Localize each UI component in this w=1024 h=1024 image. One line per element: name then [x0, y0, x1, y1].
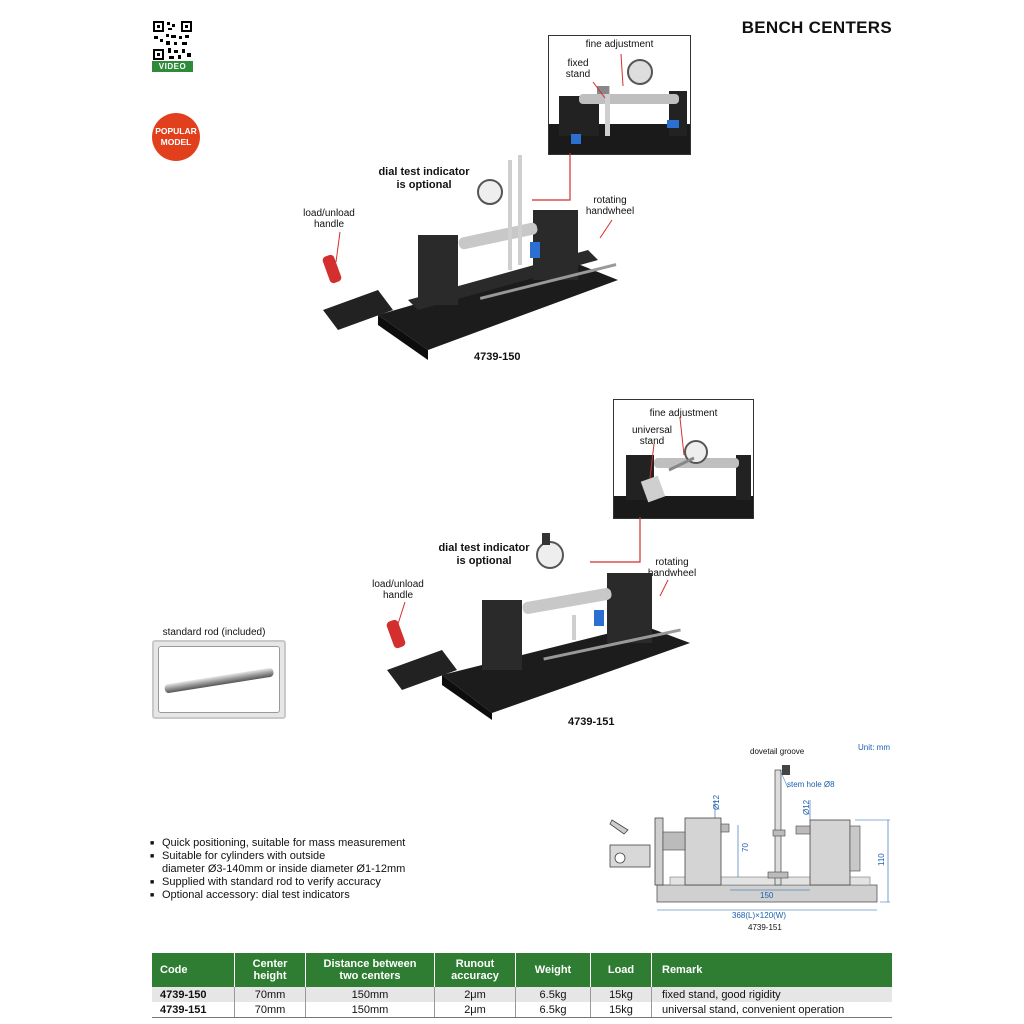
popular-model-badge: POPULAR MODEL — [152, 113, 200, 161]
product2-inset-stand-line1: universal — [631, 425, 673, 436]
feature-item-continued: diameter Ø3-140mm or inside diameter Ø1-… — [162, 863, 406, 875]
product1-handle-line1: load/unload — [303, 208, 355, 219]
product2-dial-line2: is optional — [456, 555, 512, 567]
product2-handwheel-line2: handwheel — [647, 568, 697, 579]
product2-handle-line2: handle — [382, 590, 414, 601]
drawing-d12-left: Ø12 — [712, 794, 721, 810]
feature-item: Supplied with standard rod to verify acc… — [150, 876, 405, 889]
product2-handle-line1: load/unload — [372, 579, 424, 590]
product1-model: 4739-150 — [474, 351, 521, 363]
product1-inset-photo: fine adjustment fixed stand — [548, 35, 691, 155]
qr-video-link[interactable]: VIDEO — [152, 20, 193, 72]
page-title: BENCH CENTERS — [741, 18, 892, 37]
table-row: 4739-150 70mm 150mm 2μm 6.5kg 15kg fixed… — [152, 987, 892, 1002]
th-weight: Weight — [515, 953, 591, 987]
qr-video-label: VIDEO — [152, 61, 193, 72]
feature-item: Suitable for cylinders with outside — [150, 850, 405, 863]
product2-handwheel-line1: rotating — [655, 557, 689, 568]
product2-inset-stand-line2: stand — [639, 436, 665, 447]
product1-dial-line1: dial test indicator — [378, 166, 470, 178]
product2-dial-line1: dial test indicator — [438, 542, 530, 554]
drawing-unit: Unit: mm — [858, 743, 890, 752]
product2-inset-photo: fine adjustment universal stand — [613, 399, 754, 519]
th-load: Load — [590, 953, 652, 987]
feature-list: Quick positioning, suitable for mass mea… — [150, 837, 405, 902]
product1-dial-line2: is optional — [396, 179, 452, 191]
product1-inset-stand-line2: stand — [565, 69, 591, 80]
product2-model: 4739-151 — [568, 716, 615, 728]
feature-item: Optional accessory: dial test indicators — [150, 889, 405, 902]
standard-rod-image — [152, 640, 286, 719]
drawing-h70: 70 — [741, 843, 750, 852]
badge-line-2: MODEL — [160, 137, 192, 147]
product1-callout-lines — [335, 153, 613, 263]
product2-callout-lines — [397, 517, 669, 625]
product1-handle-line2: handle — [313, 219, 345, 230]
product1-photo — [318, 150, 628, 360]
th-code: Code — [152, 953, 235, 987]
standard-rod-label: standard rod (included) — [162, 627, 266, 638]
product1-handwheel-line2: handwheel — [585, 206, 635, 217]
product2-inset-fine-adjustment-label: fine adjustment — [649, 408, 718, 419]
drawing-stem-hole: stem hole Ø8 — [787, 780, 835, 789]
drawing-dovetail: dovetail groove — [750, 747, 805, 756]
table-row: 4739-151 70mm 150mm 2μm 6.5kg 15kg unive… — [152, 1002, 892, 1018]
drawing-d12-right: Ø12 — [802, 799, 811, 815]
drawing-model: 4739-151 — [748, 923, 782, 932]
feature-item: Quick positioning, suitable for mass mea… — [150, 837, 405, 850]
technical-drawing: Unit: mm stem hole Ø8 Ø12 Ø12 70 110 150… — [600, 740, 900, 940]
product1-inset-stand-line1: fixed — [567, 58, 589, 69]
product1-handwheel-line1: rotating — [593, 195, 627, 206]
drawing-h110: 110 — [877, 853, 886, 866]
drawing-w150: 150 — [760, 891, 774, 900]
qr-code-icon — [152, 20, 193, 61]
drawing-overall: 368(L)×120(W) — [732, 911, 786, 920]
product2-photo — [382, 525, 692, 720]
badge-line-1: POPULAR — [155, 126, 197, 136]
product1-inset-fine-adjustment-label: fine adjustment — [585, 39, 654, 50]
th-remark: Remark — [651, 953, 892, 987]
